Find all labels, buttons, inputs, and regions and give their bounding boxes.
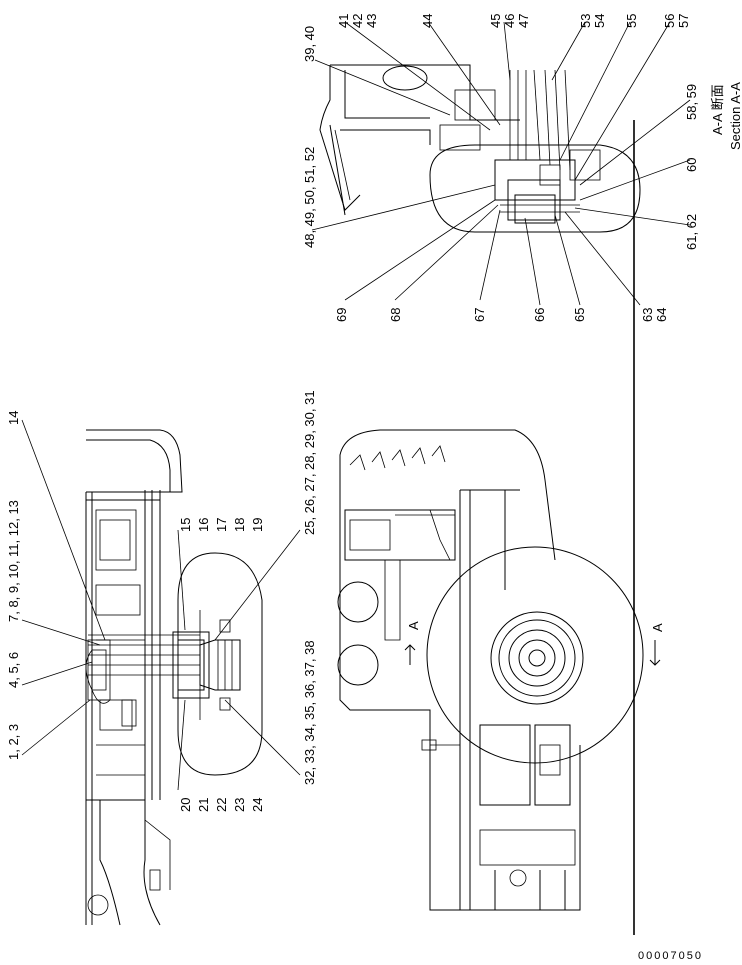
callout-24: 24: [250, 798, 265, 812]
callout-53: 53: [578, 14, 593, 28]
upper-left-frame-view: [85, 429, 263, 926]
callout-47: 47: [516, 14, 531, 28]
callout-15: 15: [178, 518, 193, 532]
callout-66: 66: [532, 308, 547, 322]
callout-23: 23: [232, 798, 247, 812]
callout-39-40: 39, 40: [302, 26, 317, 62]
callouts: 1, 2, 3 4, 5, 6 7, 8, 9, 10, 11, 12, 13 …: [6, 14, 699, 812]
section-title-jp: A-A 断面: [710, 84, 725, 135]
callout-55: 55: [624, 14, 639, 28]
callout-61-62: 61, 62: [684, 214, 699, 250]
section-title-en: Section A-A: [728, 82, 742, 150]
callout-41: 41: [336, 14, 351, 28]
leader-lines: [21, 21, 691, 791]
callout-69: 69: [334, 308, 349, 322]
callout-58-59: 58, 59: [684, 84, 699, 120]
callout-68: 68: [388, 308, 403, 322]
callout-42: 42: [350, 14, 365, 28]
callout-46: 46: [502, 14, 517, 28]
callout-54: 54: [592, 14, 607, 28]
callout-17: 17: [214, 518, 229, 532]
callout-19: 19: [250, 518, 265, 532]
section-title: A-A 断面 Section A-A: [710, 82, 742, 150]
callout-7-13: 7, 8, 9, 10, 11, 12, 13: [6, 500, 21, 622]
callout-64: 64: [654, 308, 669, 322]
callout-44: 44: [420, 14, 435, 28]
section-a-a-view: [319, 64, 641, 233]
callout-45: 45: [488, 14, 503, 28]
callout-48-52: 48, 49, 50, 51, 52: [302, 147, 317, 248]
callout-16: 16: [196, 518, 211, 532]
callout-43: 43: [364, 14, 379, 28]
callout-18: 18: [232, 518, 247, 532]
section-arrow-label-upper: A: [406, 621, 421, 630]
callout-57: 57: [676, 14, 691, 28]
callout-60: 60: [684, 158, 699, 172]
section-arrow-label-lower: A: [650, 623, 665, 632]
callout-21: 21: [196, 798, 211, 812]
callout-56: 56: [662, 14, 677, 28]
lower-right-machine-view: A A: [337, 120, 665, 935]
callout-20: 20: [178, 798, 193, 812]
callout-63: 63: [640, 308, 655, 322]
callout-67: 67: [472, 308, 487, 322]
callout-22: 22: [214, 798, 229, 812]
callout-1-3: 1, 2, 3: [6, 724, 21, 760]
callout-14: 14: [6, 411, 21, 425]
callout-65: 65: [572, 308, 587, 322]
callout-25-31: 25, 26, 27, 28, 29, 30, 31: [302, 390, 317, 535]
drawing-number: 00007050: [638, 950, 703, 962]
callout-32-38: 32, 33, 34, 35, 36, 37, 38: [302, 640, 317, 785]
callout-4-6: 4, 5, 6: [6, 652, 21, 688]
